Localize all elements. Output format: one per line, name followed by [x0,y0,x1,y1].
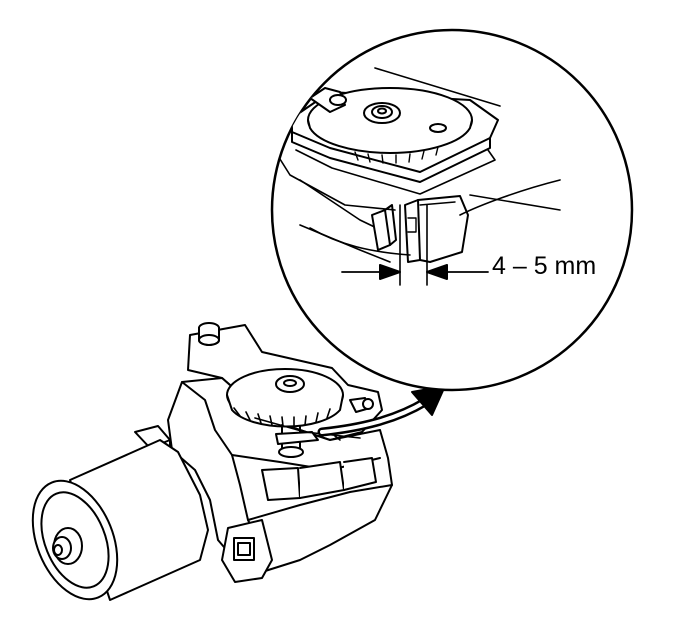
gear-hub-detail [364,103,400,123]
motor-shaft-end [53,528,82,564]
contact-blade [372,205,396,250]
gap-measurement-label: 4 – 5 mm [492,252,597,280]
contact-bracket [405,196,468,262]
drive-gear [227,369,343,427]
electrical-connector [222,520,272,582]
electric-motor [17,440,208,612]
detail-view [268,30,632,390]
gap-dimension [342,205,488,285]
wiper-motor-assembly [17,323,392,612]
callout-arrow [322,386,445,432]
mounting-stud [199,323,219,345]
